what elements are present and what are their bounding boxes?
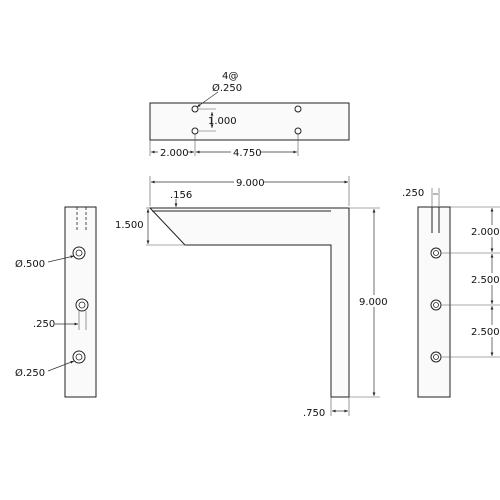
front-height-label: 9.000 [359,297,388,308]
top-view-hole-4 [294,127,302,135]
right-dim-2-label: 2.500 [471,275,500,286]
front-leg-label: .750 [303,408,325,419]
left-view: Ø.500 .250 Ø.250 [15,206,97,398]
front-thickness-label: .156 [170,190,192,201]
top-hole-callout-dia: Ø.250 [212,82,242,94]
front-width-label-bg [234,175,264,187]
top-edge-offset-label-bg [158,145,188,157]
bracket-profile [148,207,350,398]
left-offset-label: .250 [33,319,55,330]
left-view-plate [64,206,97,398]
right-dim-1-label-bg [470,225,498,237]
top-view: 4@ Ø.250 1.000 2.000 4.750 [149,71,350,159]
right-view: .250 2.000 2.500 2.500 [402,188,500,398]
front-height-label-bg [357,295,387,307]
right-dim-3-label: 2.500 [471,327,500,338]
left-view-hole-2-inner [78,301,86,309]
top-view-plate [149,102,350,141]
top-edge-offset-label: 2.000 [160,148,189,159]
right-offset-label: .250 [402,188,424,199]
top-hole-spacing-label: 4.750 [233,148,262,159]
left-small-hole-leader [47,360,75,372]
right-view-hole-3-inner [433,354,439,360]
top-vertical-spacing-label: 1.000 [208,116,237,127]
front-arm-label: 1.500 [115,220,144,231]
left-small-hole-label: Ø.250 [15,367,45,379]
top-hole-spacing-label-bg [231,145,261,157]
right-view-hole-2-inner [433,302,439,308]
top-view-hole-3 [191,127,199,135]
right-dim-2-label-bg [470,273,498,285]
top-view-hole-1 [191,105,199,113]
top-hole-callout-count: 4@ [222,71,238,82]
right-dim-3-label-bg [470,325,498,337]
top-view-hole-2 [294,105,302,113]
left-view-hole-3-inner [75,353,83,361]
left-large-hole-label: Ø.500 [15,258,45,270]
front-view: 9.000 .156 1.500 9.000 .750 [115,175,388,419]
left-large-hole-leader [47,255,75,263]
right-view-hole-1-inner [433,250,439,256]
front-width-label: 9.000 [236,178,265,189]
right-dim-1-label: 2.000 [471,227,500,238]
top-hole-callout-leader [196,91,219,108]
left-view-hole-1-inner [75,249,83,257]
